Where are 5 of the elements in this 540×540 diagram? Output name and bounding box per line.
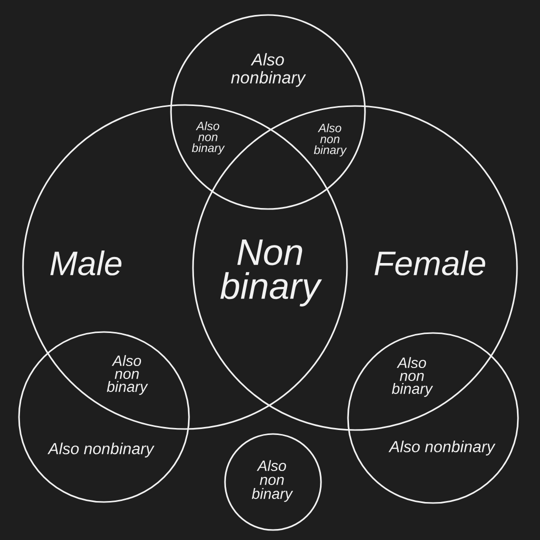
region-label: Also non binary — [192, 121, 225, 155]
region-label: Also non binary — [392, 357, 434, 397]
region-label: Also non binary — [314, 123, 347, 157]
region-label: Non binary — [220, 240, 322, 306]
region-label: Also non binary — [106, 355, 148, 395]
